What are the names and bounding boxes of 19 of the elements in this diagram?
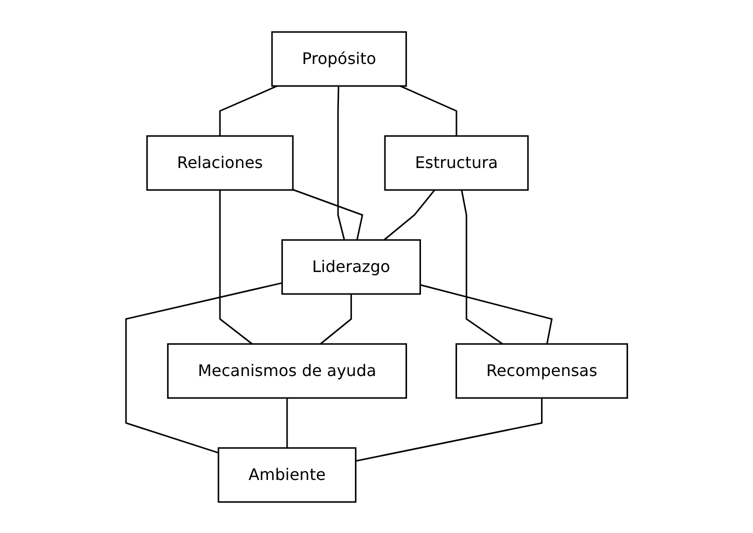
connector	[320, 294, 352, 344]
node-box: Recompensas	[455, 342, 628, 398]
node-box: Estructura	[384, 134, 529, 190]
connector	[219, 190, 253, 344]
node-box: Mecanismos de ayuda	[166, 342, 407, 398]
connector	[125, 282, 282, 454]
node-box: Relaciones	[146, 134, 294, 190]
connector	[355, 398, 542, 462]
connector	[219, 84, 278, 136]
connector	[337, 85, 345, 240]
node-box: Liderazgo	[281, 238, 421, 294]
connector	[292, 188, 364, 240]
connector	[460, 189, 503, 344]
connector	[383, 189, 436, 240]
connector	[420, 284, 552, 344]
connector	[400, 84, 458, 136]
node-box: Ambiente	[218, 446, 356, 502]
node-box: Propósito	[271, 30, 407, 86]
connector	[286, 398, 288, 448]
